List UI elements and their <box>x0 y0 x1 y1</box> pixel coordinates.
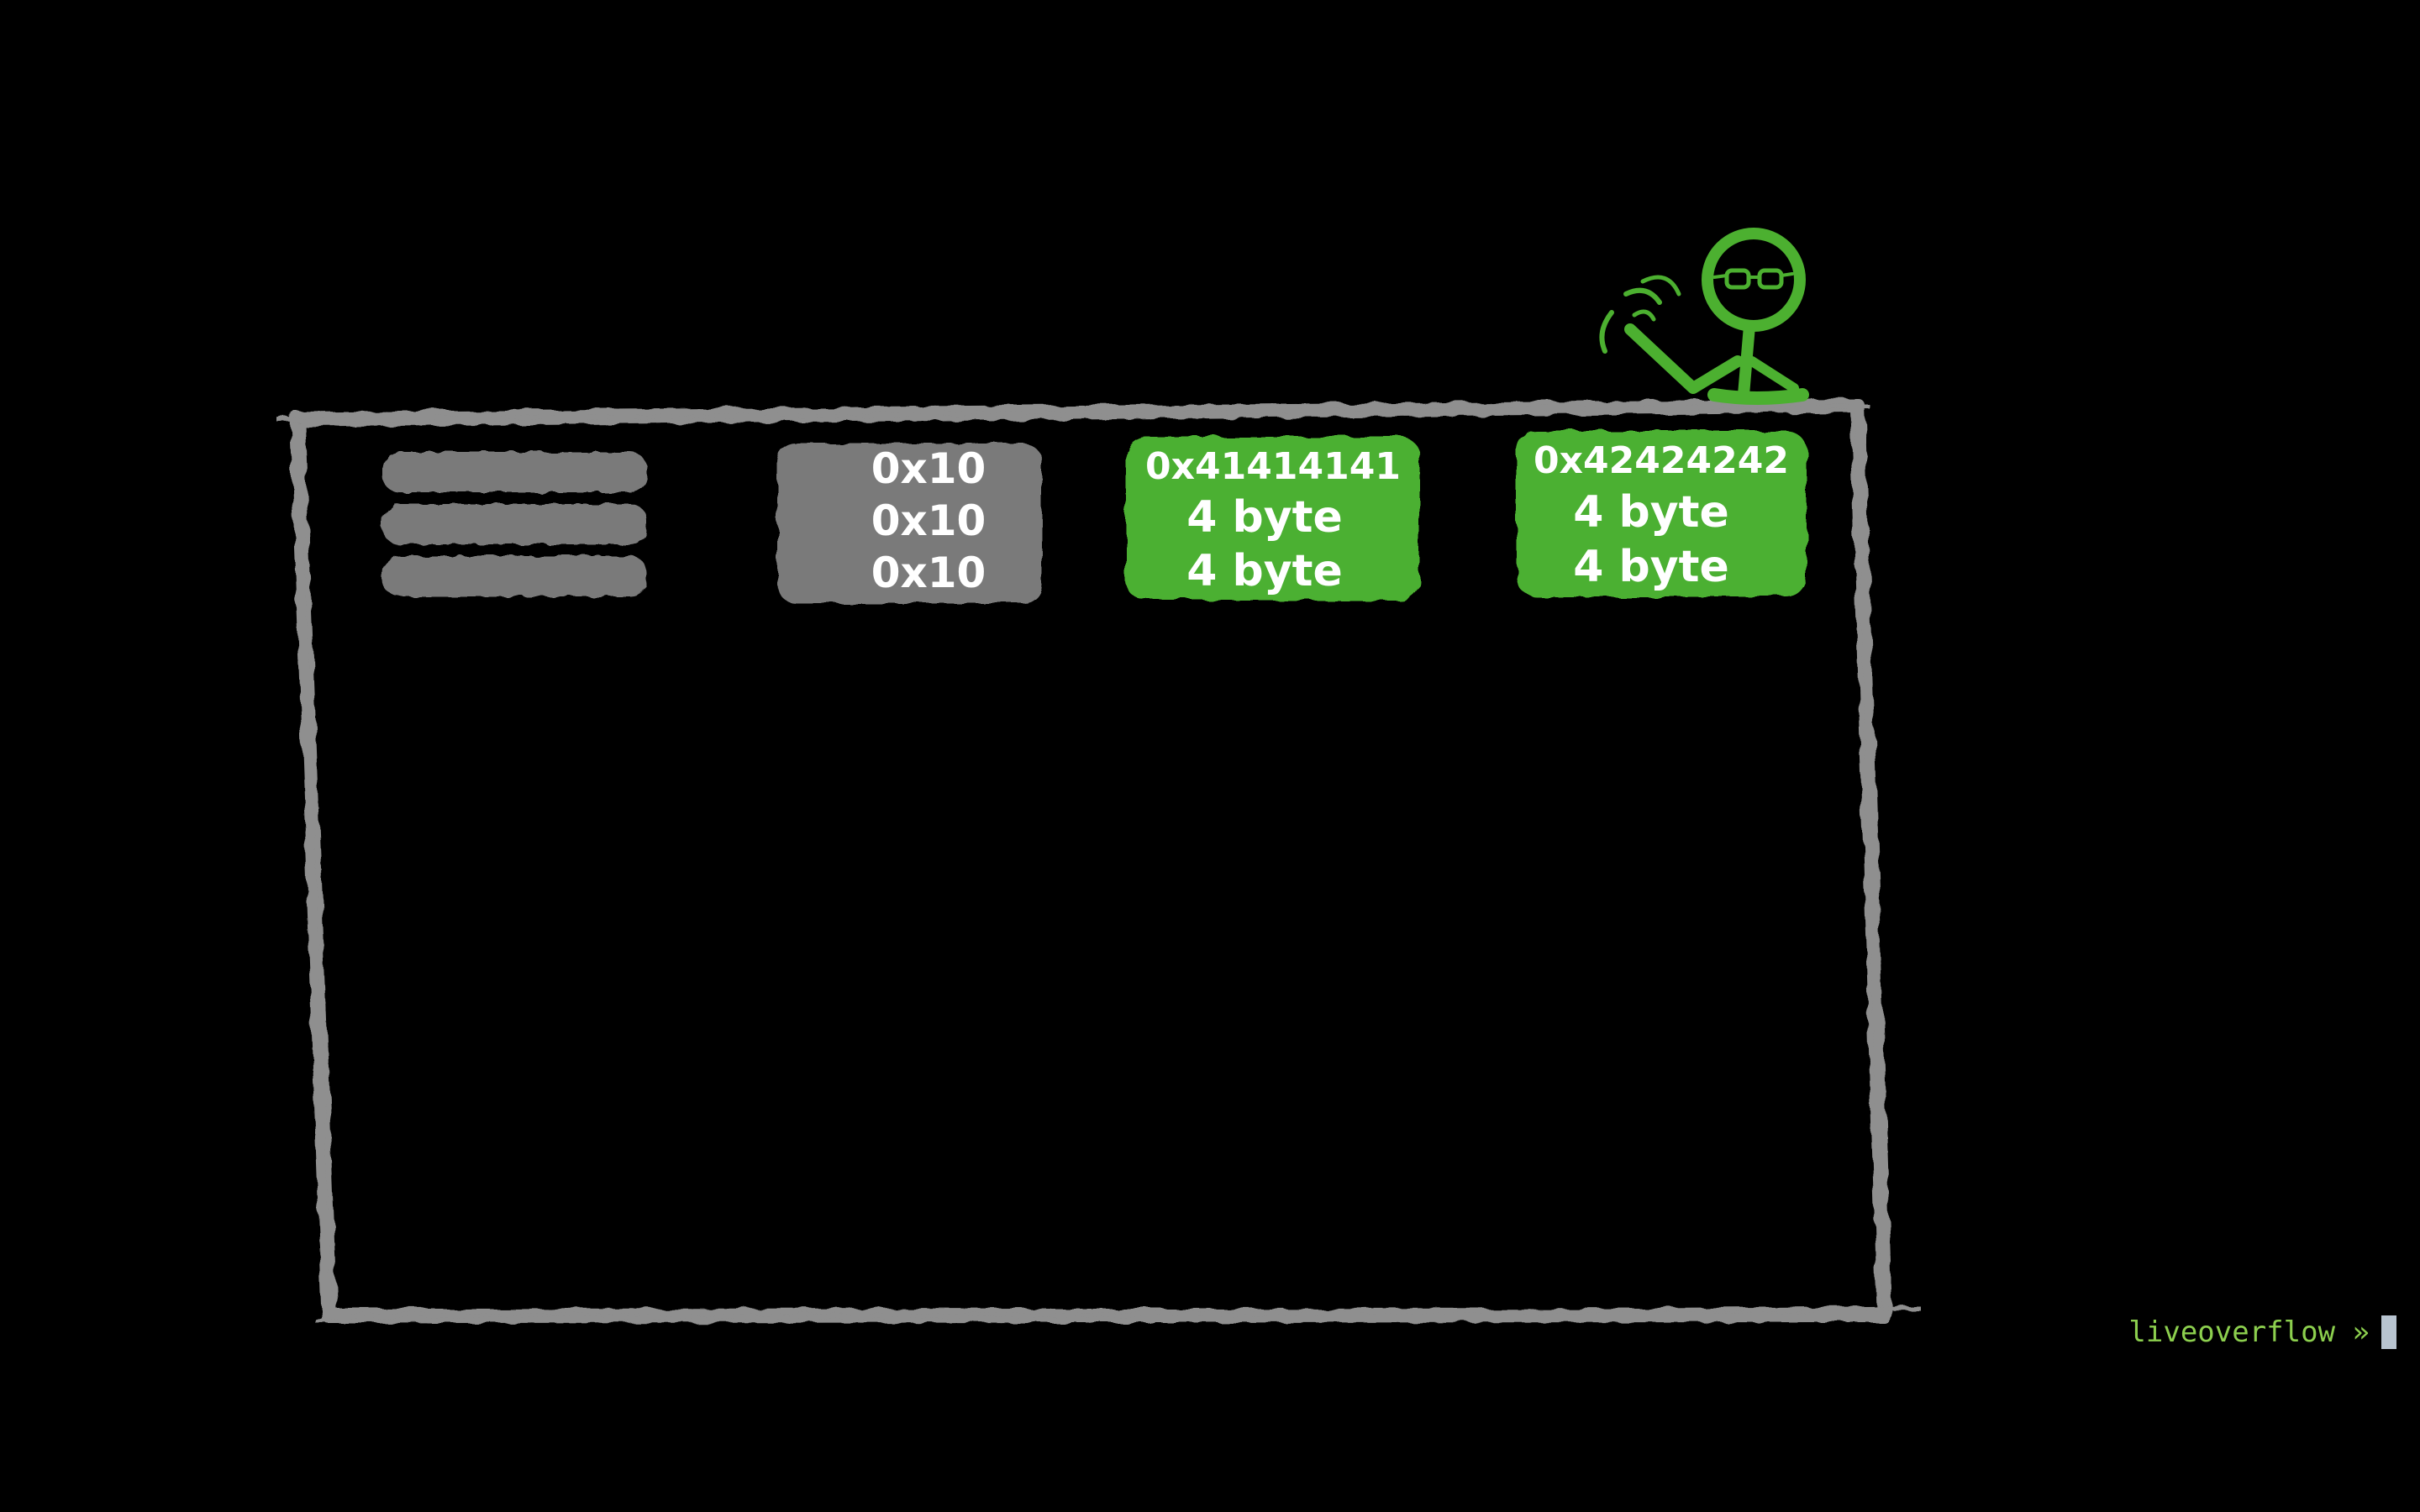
redacted-cell <box>382 452 647 492</box>
data-block <box>1126 437 1420 601</box>
redacted-cell <box>382 556 647 596</box>
data-cell: 4 byte <box>1573 487 1729 538</box>
size-cell: 0x10 <box>871 444 986 493</box>
text-cursor <box>2381 1315 2396 1349</box>
memory-column-redacted <box>382 452 647 596</box>
size-cell: 0x10 <box>871 496 986 545</box>
memory-column-size: 0x10 0x10 0x10 <box>777 444 1042 603</box>
data-cell: 0x41414141 <box>1145 445 1401 488</box>
size-block <box>777 444 1042 603</box>
data-cell: 4 byte <box>1573 542 1729 592</box>
redacted-cell <box>382 504 647 544</box>
waving-stick-figure-with-glasses-icon <box>1599 228 1809 405</box>
terminal-prompt[interactable]: liveoverflow » <box>2128 1315 2396 1349</box>
prompt-label: liveoverflow » <box>2128 1315 2370 1349</box>
memory-column-data-a: 0x41414141 4 byte 4 byte <box>1126 437 1420 601</box>
size-cell: 0x10 <box>871 549 986 597</box>
data-cell: 4 byte <box>1186 492 1343 543</box>
data-block <box>1517 431 1807 597</box>
memory-frame <box>276 399 1921 1323</box>
data-cell: 0x42424242 <box>1534 439 1789 482</box>
memory-column-data-b: 0x42424242 4 byte 4 byte <box>1517 431 1807 597</box>
data-cell: 4 byte <box>1186 546 1343 596</box>
